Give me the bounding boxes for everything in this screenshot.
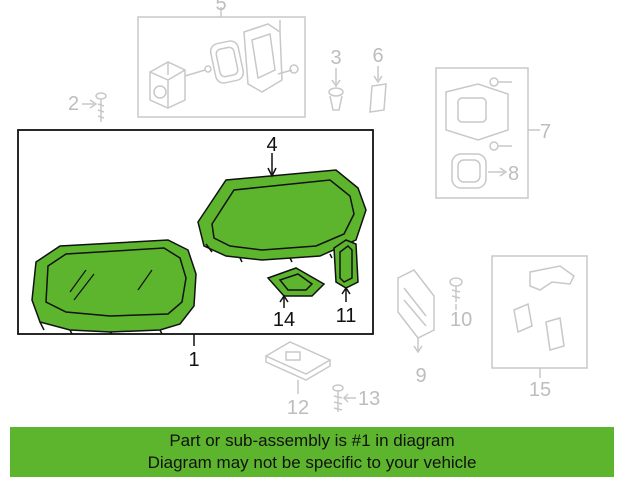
- screw-5-part: [277, 64, 299, 75]
- callout-9: 9: [415, 365, 426, 387]
- callout-15: 15: [529, 379, 551, 401]
- callout-1: 1: [188, 349, 199, 371]
- screw-10-part: [449, 277, 463, 310]
- callout-6: 6: [372, 45, 383, 67]
- callout-10: 10: [450, 309, 472, 331]
- callout-8: 8: [508, 163, 519, 185]
- callout-2: 2: [68, 93, 79, 115]
- callout-12: 12: [287, 397, 309, 419]
- callout-5: 5: [215, 0, 226, 15]
- bulb-seal-part: [209, 40, 245, 84]
- seal-14-part: [266, 267, 326, 297]
- module-7-part: [445, 77, 512, 151]
- banner-line-1: Part or sub-assembly is #1 in diagram: [169, 431, 455, 450]
- headlamp-housing-part: [31, 239, 197, 335]
- callout-4: 4: [266, 134, 277, 156]
- seal-8-part: [451, 153, 508, 189]
- ignitor-unit-part: [149, 61, 212, 109]
- assembly-1-box: [17, 129, 374, 335]
- callout-7: 7: [540, 121, 551, 143]
- label-6-part: [369, 66, 387, 113]
- callout-11: 11: [336, 305, 357, 327]
- clip-3-part: [328, 68, 344, 111]
- parts-diagram: 5 2 3 6: [17, 0, 588, 419]
- brackets-15-part: [513, 265, 575, 351]
- headlamp-lens-part: [197, 169, 367, 263]
- seal-11-part: [333, 239, 359, 289]
- group-7-box: [435, 67, 540, 199]
- group-15-box: [491, 255, 588, 378]
- screw-13-part: [332, 384, 356, 412]
- callout-14-arrow: [279, 294, 289, 303]
- callout-3: 3: [330, 47, 341, 69]
- control-module-9-part: [397, 269, 435, 354]
- callout-13: 13: [358, 388, 380, 410]
- group-5-box: [137, 7, 306, 118]
- banner-line-2: Diagram may not be specific to your vehi…: [147, 453, 477, 472]
- screw-2-part: [82, 92, 107, 122]
- callout-14: 14: [273, 309, 295, 331]
- info-banner: Part or sub-assembly is #1 in diagram Di…: [10, 427, 614, 477]
- callout-11-arrow: [341, 286, 351, 295]
- callout-4-arrow: [267, 167, 277, 178]
- bulb-cap-part: [243, 20, 283, 93]
- bracket-12-part: [264, 341, 332, 394]
